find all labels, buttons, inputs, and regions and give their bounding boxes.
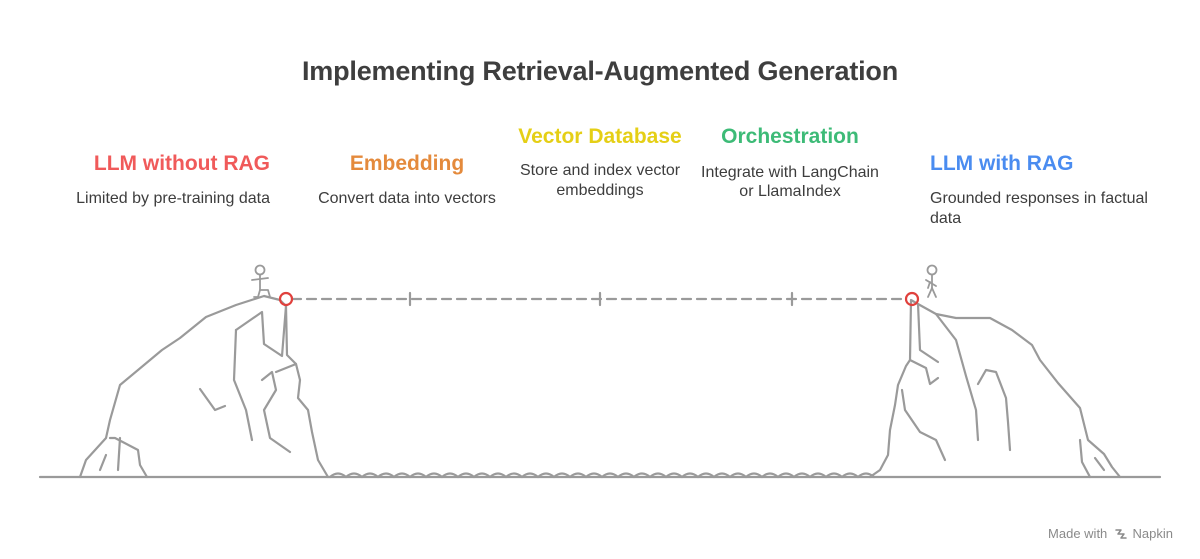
end-endpoint bbox=[904, 291, 920, 307]
step-heading: LLM with RAG bbox=[930, 152, 1074, 175]
step-description: Grounded responses in factual data bbox=[930, 190, 1148, 227]
credit-prefix: Made with bbox=[1048, 526, 1108, 541]
step-description: Convert data into vectors bbox=[318, 190, 496, 207]
step-llm-with-rag: LLM with RAG Grounded responses in factu… bbox=[930, 150, 1180, 229]
step-heading: Vector Database bbox=[518, 125, 682, 148]
credit-brand: Napkin bbox=[1132, 526, 1173, 541]
step-description: Store and index vector embeddings bbox=[519, 162, 681, 199]
step-heading: Embedding bbox=[349, 152, 465, 175]
person-left-icon bbox=[251, 264, 271, 298]
napkin-logo-icon bbox=[1115, 528, 1127, 539]
step-orchestration: Orchestration Integrate with LangChain o… bbox=[695, 123, 885, 201]
water-waves bbox=[328, 472, 876, 479]
step-description: Limited by pre-training data bbox=[76, 190, 270, 207]
person-right-icon bbox=[925, 264, 938, 298]
napkin-credit[interactable]: Made with Napkin bbox=[1048, 525, 1173, 541]
step-embedding: Embedding Convert data into vectors bbox=[318, 150, 496, 209]
left-cliff bbox=[78, 294, 330, 479]
step-llm-without-rag: LLM without RAG Limited by pre-training … bbox=[60, 150, 270, 209]
step-vector-database: Vector Database Store and index vector e… bbox=[510, 123, 690, 201]
right-cliff bbox=[868, 298, 1122, 479]
step-heading: Orchestration bbox=[721, 125, 859, 148]
step-heading: LLM without RAG bbox=[93, 152, 270, 175]
diagram-title: Implementing Retrieval-Augmented Generat… bbox=[302, 56, 898, 86]
step-description: Integrate with LangChain or LlamaIndex bbox=[701, 164, 879, 200]
start-endpoint bbox=[278, 291, 294, 307]
